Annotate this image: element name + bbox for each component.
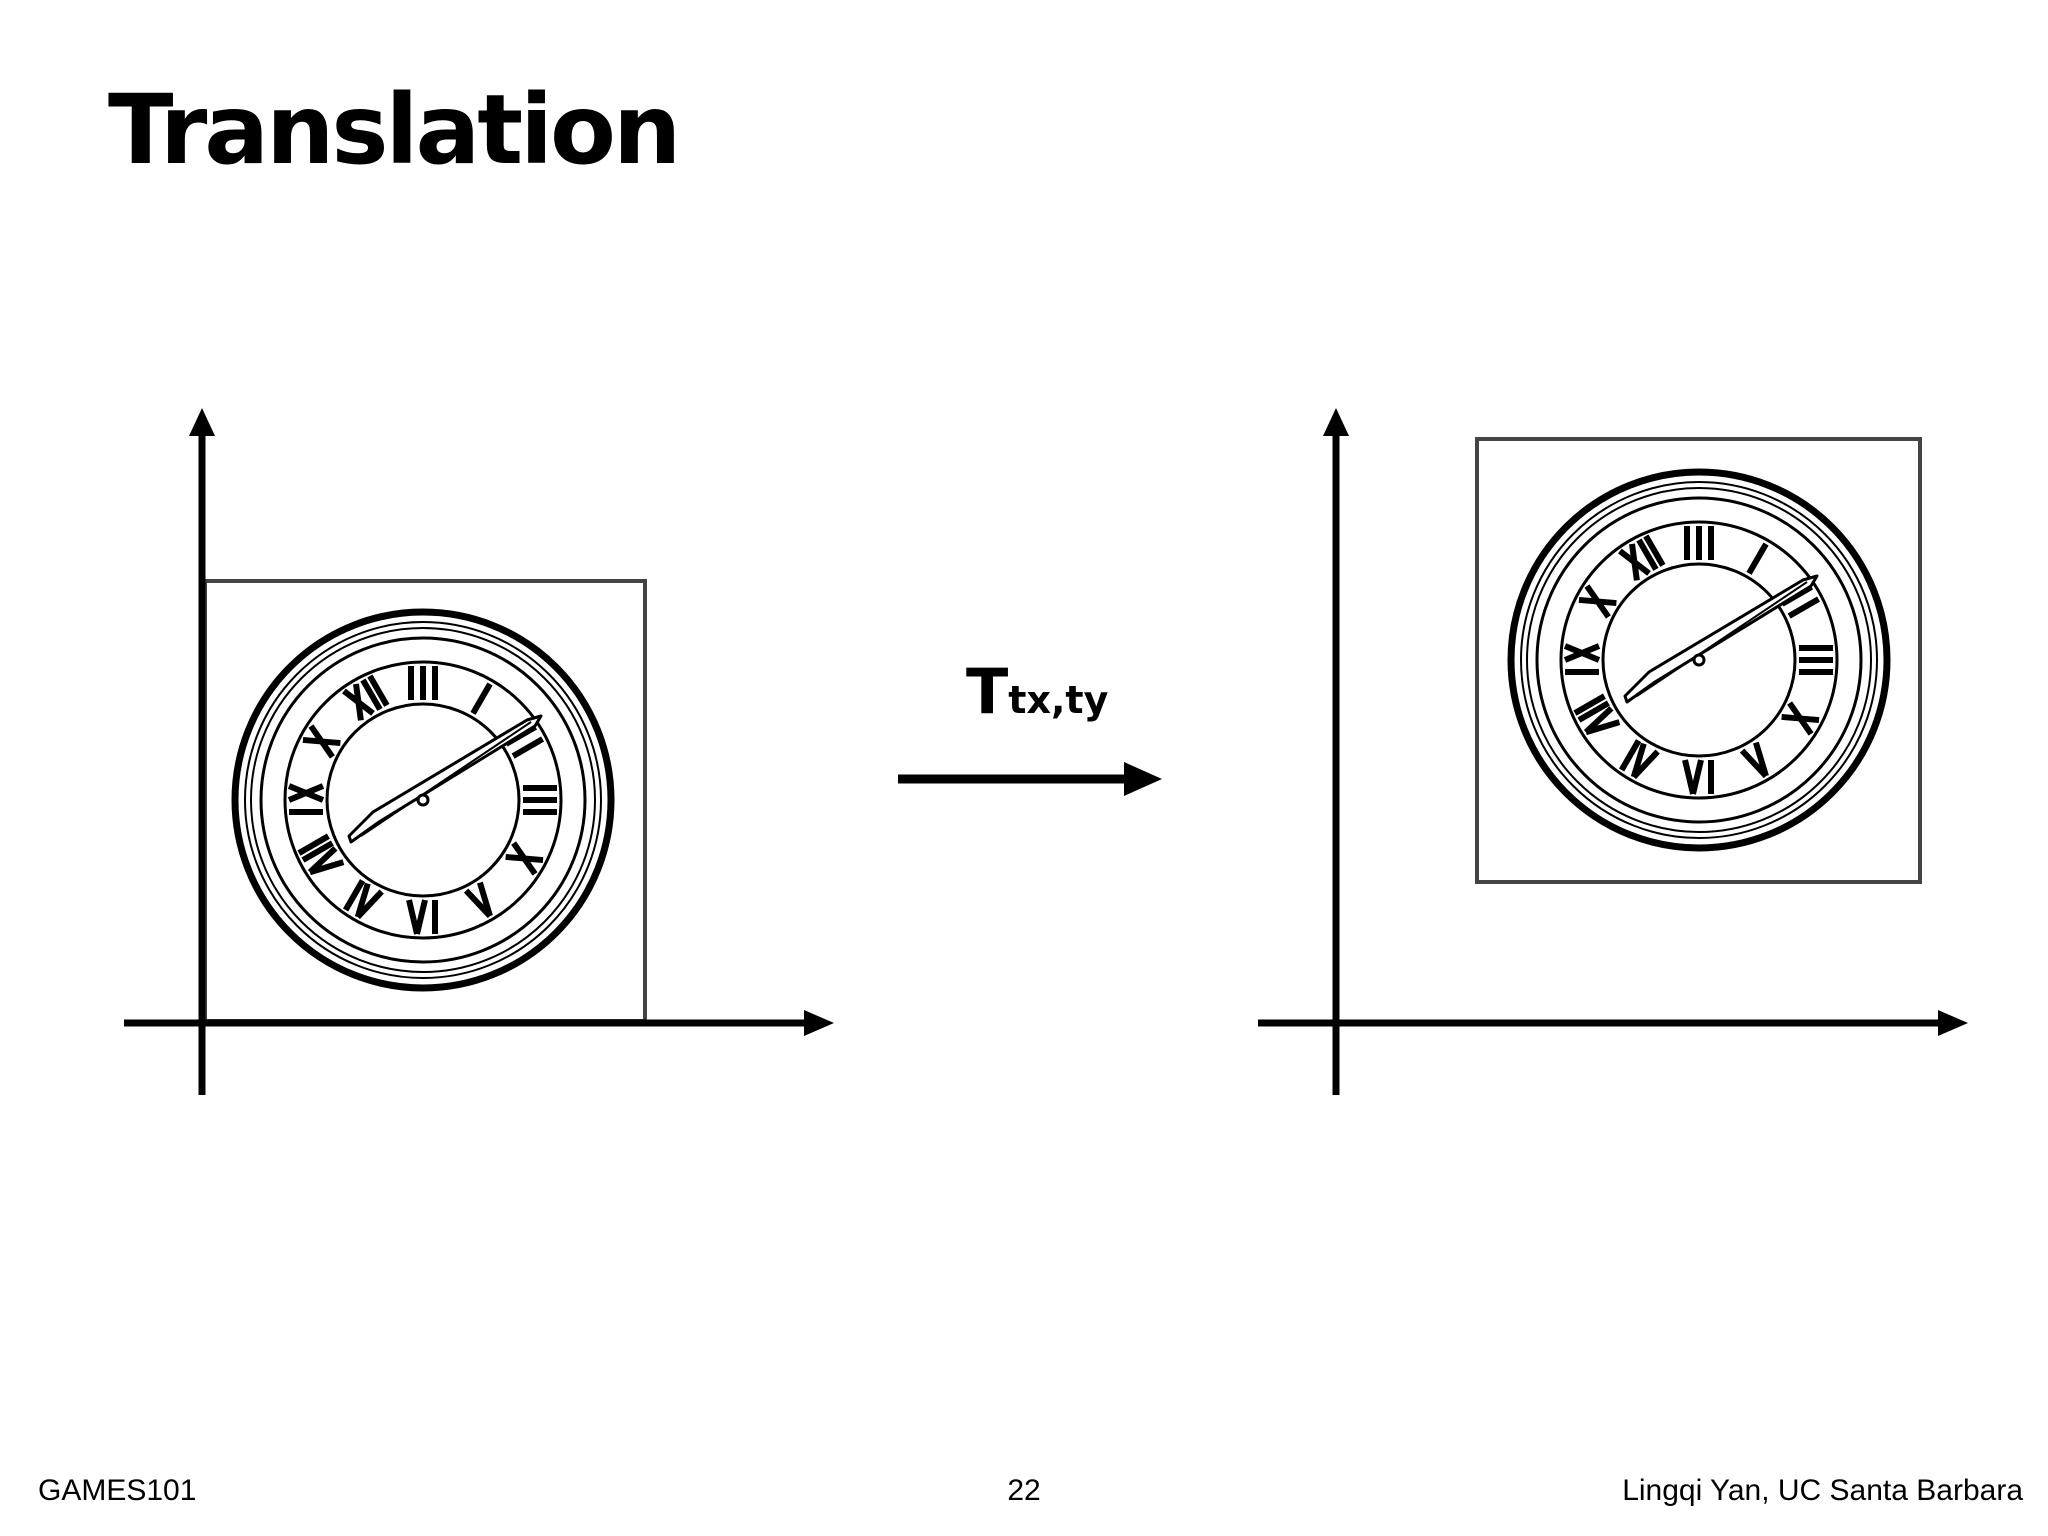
footer-course: GAMES101 — [38, 1474, 197, 1507]
transform-label: Ttx,ty — [966, 655, 1109, 728]
translated-state — [1258, 408, 1968, 1095]
transform-label-main: T — [966, 655, 1008, 728]
clock-face-icon — [235, 612, 611, 988]
transform-arrow — [898, 762, 1162, 796]
y-axis-translated-arrowhead — [1323, 408, 1349, 436]
x-axis-arrowhead — [804, 1010, 834, 1036]
x-axis-translated-arrowhead — [1938, 1010, 1968, 1036]
clock-face-translated-icon — [1511, 472, 1887, 848]
object-frame-translated — [1475, 437, 1922, 884]
y-axis-arrowhead — [189, 408, 215, 436]
transform-label-subscript: tx,ty — [1008, 678, 1108, 722]
footer-page-number: 22 — [1007, 1474, 1041, 1507]
original-state — [124, 408, 834, 1095]
footer-author: Lingqi Yan, UC Santa Barbara — [1622, 1474, 2023, 1507]
slide-title: Translation — [108, 74, 681, 186]
